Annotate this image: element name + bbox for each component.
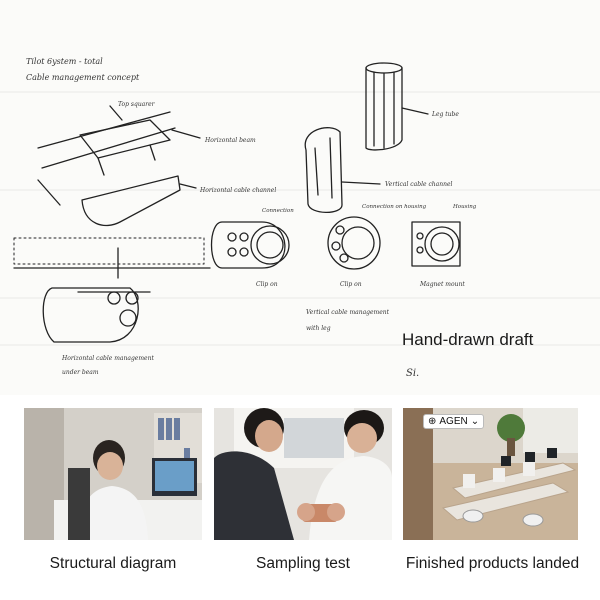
agen-badge-text: AGEN (439, 416, 468, 427)
svg-text:with leg: with leg (306, 325, 331, 332)
photo-sampling-test (214, 408, 392, 540)
draft-title-1: Tilot 6ystem - total (26, 57, 103, 66)
svg-text:Vertical cable channel: Vertical cable channel (385, 181, 453, 188)
svg-text:Connection on housing: Connection on housing (362, 204, 427, 210)
hand-drawn-draft-sheet: Tilot 6ystem - total Cable management co… (0, 57, 600, 379)
caption-finished-products: Finished products landed (405, 555, 580, 572)
svg-text:under beam: under beam (62, 369, 99, 376)
agen-logo-icon: ⊕ (428, 416, 437, 427)
svg-text:Leg tube: Leg tube (431, 111, 459, 118)
hand-drawn-draft-label: Hand-drawn draft (402, 330, 534, 349)
svg-text:Clip on: Clip on (256, 281, 278, 288)
photo-finished-products: ⊕ AGEN ⌄ (403, 408, 578, 540)
draft-title-2: Cable management concept (26, 73, 140, 82)
svg-text:Magnet mount: Magnet mount (419, 281, 465, 288)
caption-structural-diagram: Structural diagram (49, 555, 177, 572)
agen-badge: ⊕ AGEN ⌄ (423, 414, 485, 429)
svg-text:Housing: Housing (452, 204, 477, 210)
photo-structural-diagram (24, 408, 202, 540)
svg-text:Horizontal cable channel: Horizontal cable channel (199, 187, 276, 194)
svg-text:Top squarer: Top squarer (118, 101, 156, 108)
svg-text:Horizontal beam: Horizontal beam (204, 137, 256, 144)
svg-text:Vertical cable management: Vertical cable management (306, 309, 390, 316)
sketch-drawing: Tilot 6ystem - total Cable management co… (0, 57, 600, 379)
svg-text:Connection: Connection (262, 208, 294, 214)
chevron-down-icon: ⌄ (470, 416, 480, 427)
svg-text:Horizontal cable management: Horizontal cable management (61, 355, 154, 362)
svg-text:Clip on: Clip on (340, 281, 362, 288)
caption-sampling-test: Sampling test (256, 555, 350, 572)
svg-text:Si.: Si. (406, 368, 419, 379)
